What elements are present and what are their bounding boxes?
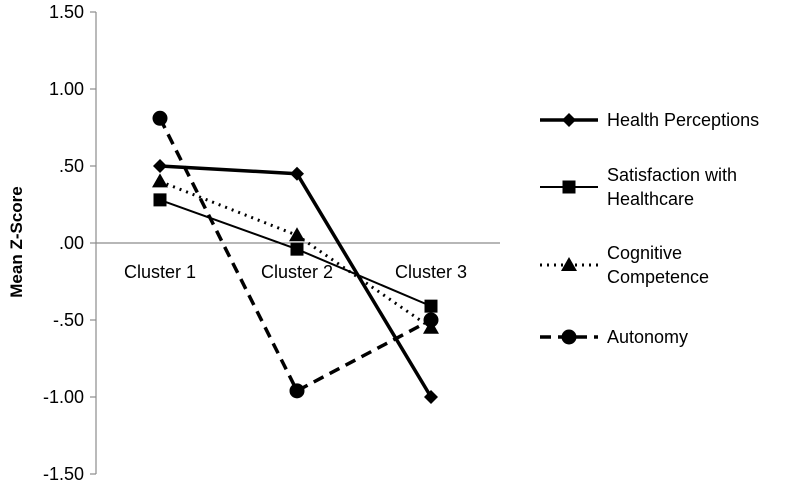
y-tick-label: 1.00 bbox=[49, 79, 84, 99]
data-point bbox=[289, 227, 305, 242]
y-tick-label: .50 bbox=[59, 156, 84, 176]
data-point bbox=[424, 299, 438, 313]
legend-swatch-marker bbox=[561, 257, 577, 271]
legend-swatch-marker bbox=[561, 329, 577, 345]
x-category-label: Cluster 3 bbox=[395, 262, 467, 282]
x-category-label: Cluster 1 bbox=[124, 262, 196, 282]
y-tick-label: .00 bbox=[59, 233, 84, 253]
y-tick-label: -.50 bbox=[53, 310, 84, 330]
y-axis-title: Mean Z-Score bbox=[7, 186, 26, 297]
data-point bbox=[152, 110, 168, 126]
series-line bbox=[158, 117, 432, 393]
y-tick-label: 1.50 bbox=[49, 2, 84, 22]
data-point bbox=[152, 173, 168, 188]
chart-axes: 1.50 1.00 .50 .00 -.50 -1.00 -1.50 Cluster 1 Clu… bbox=[43, 2, 500, 484]
data-point bbox=[290, 242, 304, 256]
legend-label: Health Perceptions bbox=[607, 110, 759, 130]
plot-area bbox=[152, 110, 439, 404]
legend-swatch-marker bbox=[562, 113, 576, 127]
x-category-label: Cluster 2 bbox=[261, 262, 333, 282]
data-point bbox=[289, 383, 305, 399]
data-point bbox=[153, 159, 167, 173]
legend-label: Autonomy bbox=[607, 327, 688, 347]
data-point bbox=[153, 193, 167, 207]
y-tick-label: -1.50 bbox=[43, 464, 84, 484]
y-tick-label: -1.00 bbox=[43, 387, 84, 407]
data-point bbox=[424, 390, 438, 404]
legend-swatch-marker bbox=[562, 180, 576, 194]
data-point bbox=[423, 312, 439, 328]
data-point bbox=[290, 166, 304, 181]
